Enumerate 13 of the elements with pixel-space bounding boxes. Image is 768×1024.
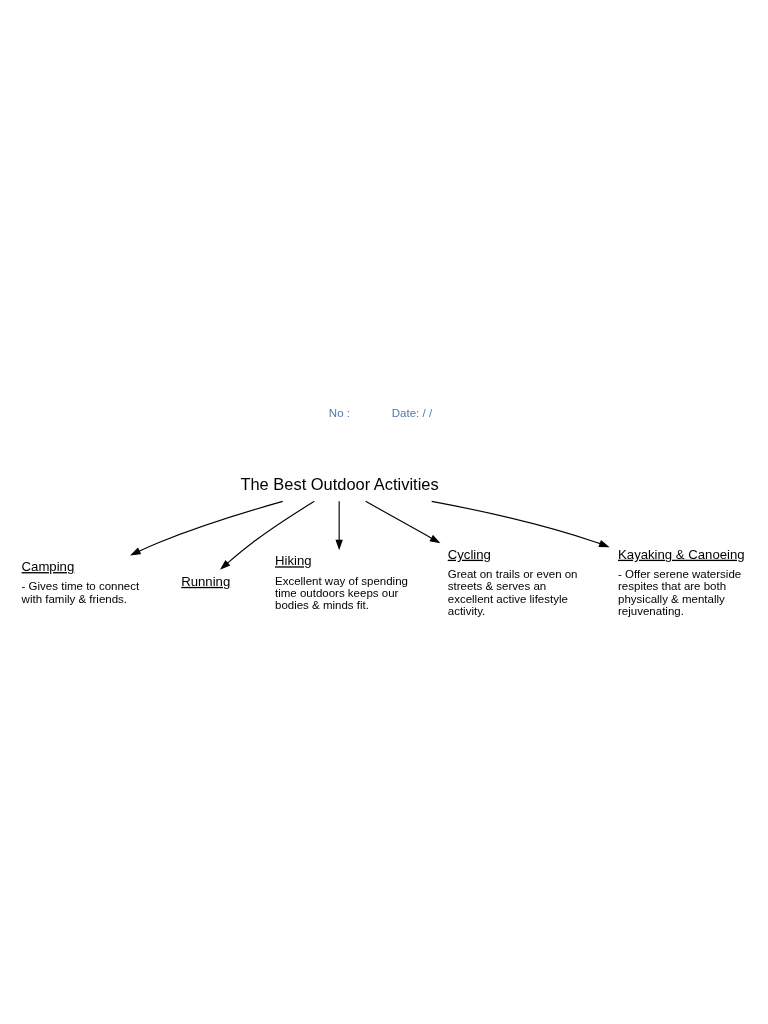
arrow (130, 500, 284, 556)
node-text: Cycling Great on trails or even on streets & serves an excellent active lifestyle activity. (447, 546, 578, 617)
node-text: Camping - Gives time to connect with family & friends. (21, 559, 140, 605)
arrow (335, 500, 343, 551)
node-text: Running (181, 573, 231, 589)
arrow (431, 500, 610, 548)
arrow (365, 500, 441, 544)
node-text: Kayaking & Canoeing - Offer serene waterside respites that are both physically & mentally rejuvenating. (618, 546, 745, 617)
node-text: Hiking Excellent way of spending time outdoors keeps our bodies & minds fit. (274, 553, 408, 612)
arrow (220, 500, 315, 570)
node-text: The Best Outdoor Activities (240, 474, 439, 493)
label: Date: / / (391, 407, 433, 420)
label: No : (328, 407, 350, 420)
